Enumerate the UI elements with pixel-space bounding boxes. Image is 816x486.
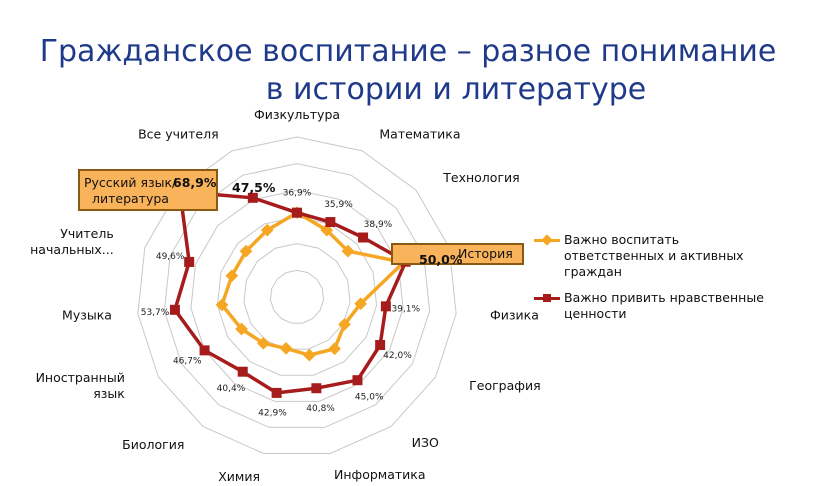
value-label: 45,0% bbox=[355, 392, 384, 402]
callout-history-box bbox=[391, 243, 524, 265]
series-line-values bbox=[173, 189, 408, 395]
data-point-values bbox=[199, 345, 210, 356]
category-label: Все учителя bbox=[138, 126, 219, 141]
value-label: 38,9% bbox=[364, 220, 393, 230]
value-label: 39,1% bbox=[391, 304, 420, 314]
callout-history-label: История bbox=[458, 246, 513, 261]
category-label: Технология bbox=[442, 170, 519, 185]
category-label: ИЗО bbox=[412, 435, 439, 450]
value-label: 40,4% bbox=[217, 384, 246, 394]
value-label: 35,9% bbox=[324, 200, 353, 210]
data-point-values bbox=[325, 217, 336, 228]
data-point-values bbox=[292, 207, 302, 218]
value-label: 53,7% bbox=[141, 308, 170, 318]
value-label: 40,8% bbox=[306, 404, 335, 414]
grid-ring bbox=[269, 269, 325, 324]
category-label: Биология bbox=[122, 437, 184, 452]
data-point-citizens bbox=[279, 342, 293, 355]
data-point-values bbox=[247, 192, 258, 203]
value-label: 46,7% bbox=[173, 356, 202, 366]
data-point-citizens bbox=[341, 244, 355, 258]
chart-legend: Важно воспитать ответственных и активных… bbox=[534, 232, 774, 332]
data-point-citizens bbox=[338, 318, 351, 331]
category-label: Физкультура bbox=[254, 107, 340, 122]
grid-ring bbox=[243, 243, 351, 350]
legend-item-citizens: Важно воспитать ответственных и активных… bbox=[534, 232, 774, 280]
value-label: 36,9% bbox=[283, 189, 312, 199]
value-label: 49,6% bbox=[156, 252, 185, 262]
grid-ring bbox=[190, 189, 404, 402]
category-label: Музыка bbox=[62, 308, 112, 323]
slide-title-line1: Гражданское воспитание – разное понимани… bbox=[39, 34, 777, 69]
value-label: 42,0% bbox=[383, 351, 412, 361]
legend-item-values: Важно привить нравственные ценности bbox=[534, 290, 774, 322]
legend-label-values: Важно привить нравственные ценности bbox=[564, 290, 764, 321]
category-label: География bbox=[469, 378, 540, 393]
callout-history-value: 50,0% bbox=[419, 252, 463, 267]
data-point-values bbox=[169, 304, 180, 315]
value-label-all-teachers: 47,5% bbox=[232, 180, 276, 195]
callout-russian-label2: литература bbox=[92, 191, 169, 206]
data-point-citizens bbox=[328, 342, 341, 356]
slide-title-line2: в истории и литературе bbox=[265, 72, 647, 107]
data-point-values bbox=[352, 375, 363, 386]
data-point-values bbox=[375, 340, 386, 350]
value-label: 42,9% bbox=[258, 408, 287, 418]
data-point-values bbox=[237, 366, 248, 377]
grid-ring bbox=[216, 216, 378, 376]
grid-ring bbox=[137, 136, 457, 455]
data-point-citizens bbox=[257, 336, 270, 350]
legend-swatch-orange bbox=[534, 232, 560, 248]
data-point-citizens bbox=[354, 297, 368, 311]
data-point-values bbox=[271, 387, 282, 398]
category-label: Химия bbox=[218, 469, 260, 484]
category-label: Физика bbox=[490, 308, 539, 323]
data-point-citizens bbox=[302, 348, 316, 362]
data-point-citizens bbox=[235, 322, 248, 336]
series-line-citizens bbox=[220, 210, 406, 357]
category-label: Математика bbox=[379, 126, 460, 141]
callout-russian-value: 68,9% bbox=[173, 175, 217, 190]
category-label: Информатика bbox=[334, 467, 426, 482]
data-point-citizens bbox=[260, 223, 274, 237]
legend-label-citizens: Важно воспитать ответственных и активных… bbox=[564, 232, 744, 279]
data-point-values bbox=[184, 256, 195, 267]
data-point-citizens bbox=[225, 269, 239, 283]
data-point-values bbox=[380, 301, 391, 312]
data-point-values bbox=[311, 383, 322, 394]
data-point-citizens bbox=[239, 244, 253, 258]
callout-russian-label: Русский язык/ bbox=[84, 175, 177, 190]
data-point-values bbox=[358, 232, 369, 243]
callout-russian-box bbox=[78, 169, 218, 211]
legend-swatch-red bbox=[534, 290, 560, 306]
data-point-citizens bbox=[215, 298, 229, 312]
